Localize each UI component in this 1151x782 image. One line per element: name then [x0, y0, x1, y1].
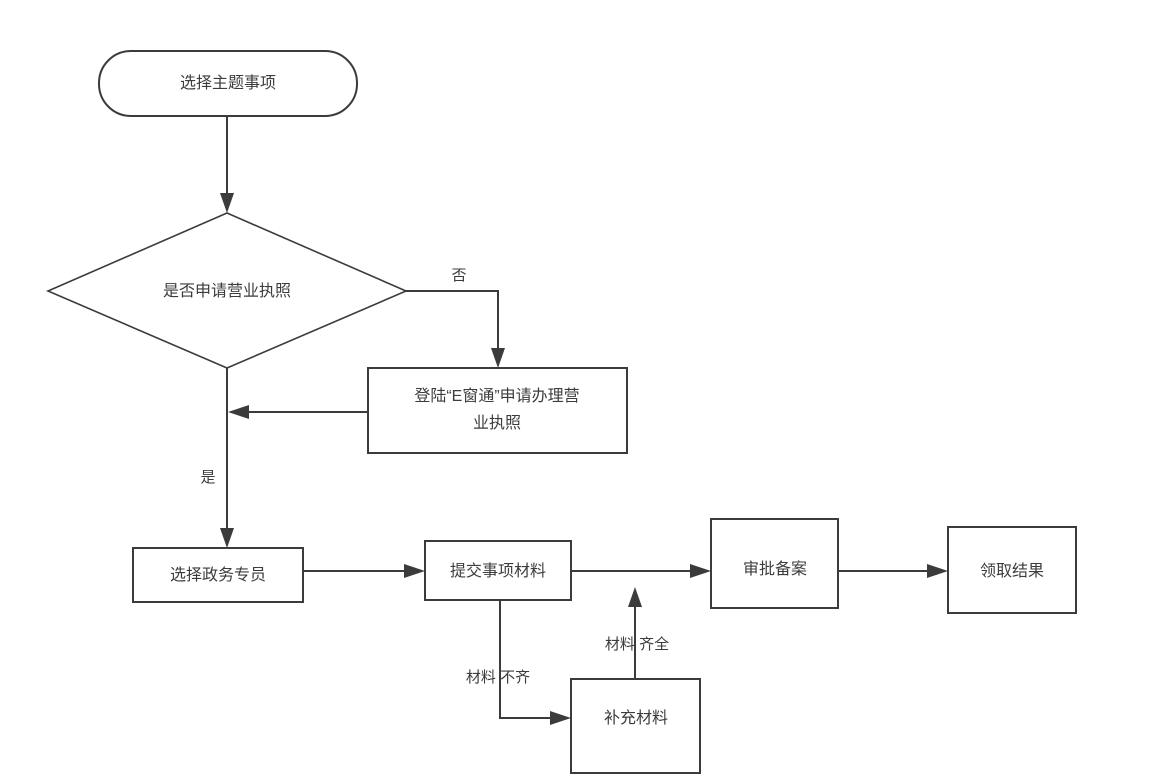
edge-approval-to-result	[838, 564, 948, 578]
node-label-decision-license: 是否申请营业执照	[163, 282, 291, 300]
node-decision-license[interactable]: 是否申请营业执照	[45, 212, 409, 369]
arrow-head-icon	[491, 348, 505, 368]
node-start[interactable]: 选择主题事项	[98, 50, 358, 117]
node-label-submit-materials: 提交事项材料	[450, 562, 546, 580]
node-shape-rect	[132, 547, 304, 603]
arrow-head-icon	[220, 193, 234, 213]
arrow-head-icon	[404, 564, 425, 578]
edge-line	[406, 290, 499, 355]
arrow-head-icon	[628, 587, 642, 607]
node-choose-agent[interactable]: 选择政务专员	[132, 547, 304, 603]
edge-supplement-to-approval-line: 材料 齐全	[605, 587, 669, 679]
arrow-head-icon	[220, 528, 234, 548]
node-label-start: 选择主题事项	[180, 74, 276, 92]
node-shape-diamond	[45, 212, 409, 369]
node-shape-rect	[710, 518, 839, 609]
node-shape-rect	[367, 367, 628, 454]
node-label-supplement-materials: 补充材料	[604, 709, 668, 727]
node-label-ewindow-line2: 业执照	[473, 414, 521, 432]
edge-label-materials-complete: 材料 齐全	[605, 635, 669, 653]
arrow-head-icon	[927, 564, 948, 578]
node-get-result[interactable]: 领取结果	[947, 526, 1077, 614]
node-label-get-result: 领取结果	[980, 562, 1044, 580]
edge-submit-to-approval	[571, 564, 711, 578]
node-label-ewindow-line1: 登陆“E窗通”申请办理营	[414, 387, 579, 405]
node-supplement-materials[interactable]: 补充材料	[570, 678, 701, 774]
arrow-head-icon	[690, 564, 711, 578]
arrow-head-icon	[228, 405, 249, 419]
edge-start-to-decision	[220, 116, 234, 213]
edge-submit-to-supplement: 材料 不齐	[466, 600, 571, 725]
edge-decision-yes-to-agent: 是	[200, 368, 234, 548]
node-shape-rect	[424, 540, 572, 601]
node-submit-materials[interactable]: 提交事项材料	[424, 540, 572, 601]
edge-agent-to-submit	[303, 564, 425, 578]
node-shape-rect	[570, 678, 701, 774]
node-shape-rect	[947, 526, 1077, 614]
node-label-approval-record: 审批备案	[743, 560, 807, 578]
edge-label-no: 否	[451, 267, 466, 284]
node-label-choose-agent: 选择政务专员	[170, 566, 266, 584]
edge-decision-no-to-ewindow: 否	[406, 267, 505, 368]
edge-ewindow-to-trunk	[228, 405, 368, 419]
node-ewindow[interactable]: 登陆“E窗通”申请办理营 业执照	[367, 367, 628, 454]
node-shape-stadium	[98, 50, 358, 117]
edge-line	[499, 600, 557, 719]
edge-label-materials-incomplete: 材料 不齐	[466, 669, 530, 686]
node-approval-record[interactable]: 审批备案	[710, 518, 839, 609]
edge-label-yes: 是	[200, 469, 215, 486]
arrow-head-icon	[550, 711, 571, 725]
